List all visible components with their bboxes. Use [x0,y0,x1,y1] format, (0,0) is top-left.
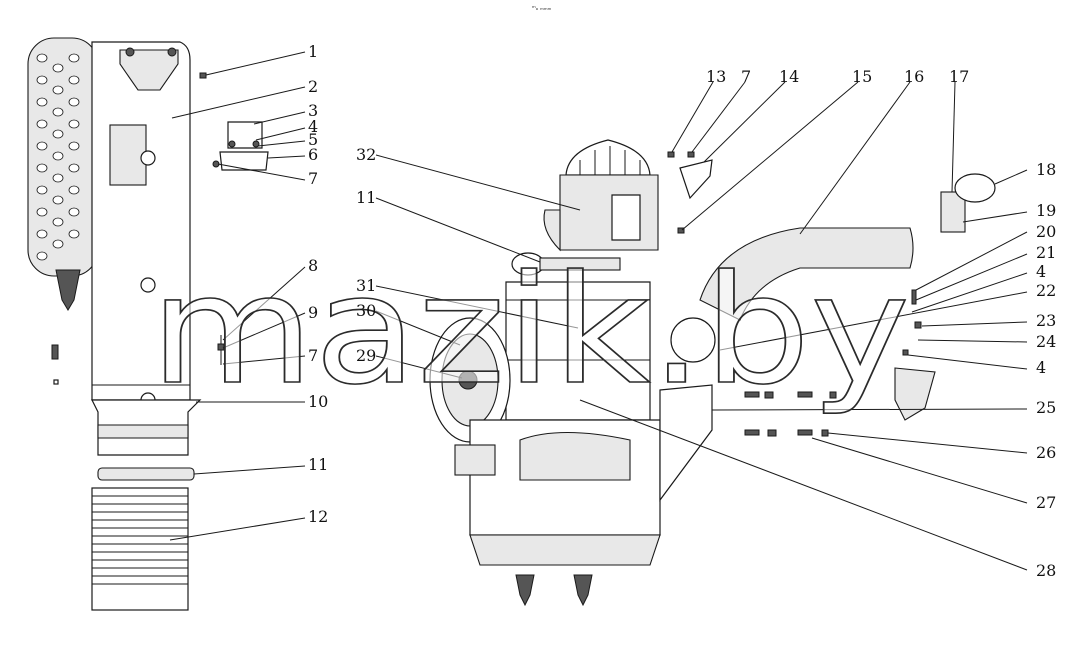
right-bracket [894,367,936,421]
drain-valve-1 [515,574,535,607]
body-boss-upper [140,150,156,166]
center-assembly [429,139,996,607]
leader-lines [169,51,1028,571]
support-bracket [659,384,713,502]
callout-27: 27 [1036,493,1056,512]
small-bracket-14 [679,159,713,200]
callout-17: 17 [949,67,969,86]
callout-13: 13 [706,67,726,86]
precleaner-housing [559,174,659,251]
callout-1: 1 [308,42,318,61]
callout-4c: 4 [1036,358,1046,377]
callout-9: 9 [308,303,318,322]
callout-7c: 7 [741,67,751,86]
callout-18: 18 [1036,160,1056,179]
top-bracket [119,49,179,91]
left-assembly [27,37,269,611]
center-nut [458,370,478,390]
corrugated-hose [91,487,189,611]
callout-26: 26 [1036,443,1056,462]
callout-4b: 4 [1036,262,1046,281]
callout-11: 11 [308,455,328,474]
hose-clamp-left [97,467,195,481]
filter-perforations [36,53,80,261]
intake-elbow [699,227,914,321]
callout-7b: 7 [308,346,318,365]
callout-10: 10 [308,392,328,411]
callout-8: 8 [308,256,318,275]
callout-24: 24 [1036,332,1056,351]
callout-20: 20 [1036,222,1056,241]
callout-22: 22 [1036,281,1056,300]
callout-19: 19 [1036,201,1056,220]
callout-25: 25 [1036,398,1056,417]
callout-7: 7 [308,169,318,188]
body-window [109,124,147,186]
callout-14: 14 [779,67,799,86]
callout-11b: 11 [356,188,376,207]
drain-valve-2 [573,574,593,607]
body-boss-middle [140,277,156,293]
callout-4: 4 [308,117,318,136]
dust-valve [55,269,81,311]
callout-31: 31 [356,276,376,295]
callout-12: 12 [308,507,328,526]
top-mark: ᵐₒ ₘₘₘ [532,5,552,12]
precleaner-cap [565,139,651,176]
callout-15: 15 [852,67,872,86]
callout-21: 21 [1036,243,1056,262]
callout-32: 32 [356,145,376,164]
callout-2: 2 [308,77,318,96]
callout-labels: 1 2 3 4 5 6 7 8 9 7 10 11 12 13 7 14 15 … [308,42,1056,580]
hose-clamp-18 [954,173,996,203]
screw-part-1 [199,72,207,79]
watermark-text: mazik.by [150,244,910,418]
callout-28: 28 [1036,561,1056,580]
callout-3: 3 [308,101,318,120]
bolt-row [744,391,837,437]
callout-30: 30 [356,301,376,320]
callout-5: 5 [308,130,318,149]
callout-6: 6 [308,145,318,164]
callout-29: 29 [356,346,376,365]
callout-23: 23 [1036,311,1056,330]
mounting-clamp [227,121,263,149]
callout-16: 16 [904,67,924,86]
